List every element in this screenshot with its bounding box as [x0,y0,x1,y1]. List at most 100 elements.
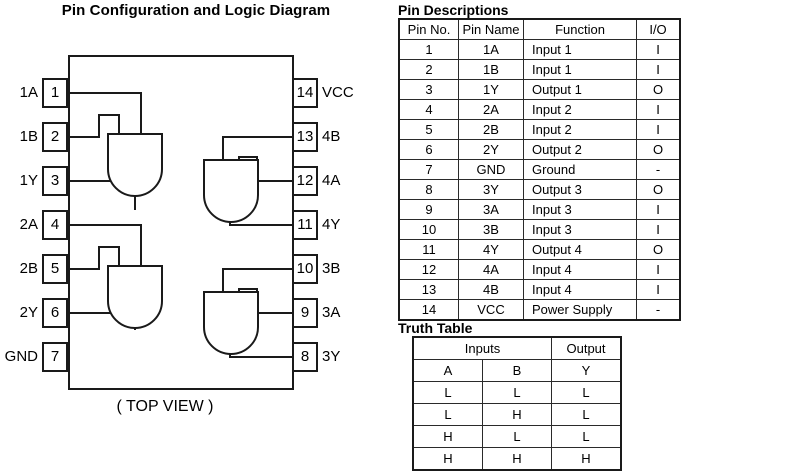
cell-input-b: L [482,425,552,448]
wire-gate3-pin9-h1 [258,312,294,314]
table-row: L H L [412,403,622,426]
and-gate-3 [203,291,259,355]
pin-box-10[interactable]: 10 [292,254,318,284]
cell-function: Output 2 [523,139,637,160]
column-header-b: B [482,359,552,382]
pin-box-11[interactable]: 11 [292,210,318,240]
cell-pin-no: 8 [398,179,459,200]
wire-gate3-pin9-h2 [238,288,258,290]
cell-pin-name: 3Y [458,179,524,200]
wire-gate3-pin10-v [222,268,224,293]
cell-pin-name: 4Y [458,239,524,260]
table-row: 11 4Y Output 4 O [398,239,681,260]
table-row: 8 3Y Output 3 O [398,179,681,200]
pin-box-3[interactable]: 3 [42,166,68,196]
wire-gate1-pin1-v [140,92,142,135]
pin-descriptions-table: Pin No. Pin Name Function I/O 1 1A Input… [398,18,681,321]
group-header-output: Output [551,336,622,360]
pin-box-12[interactable]: 12 [292,166,318,196]
cell-output-y: L [551,381,622,404]
wire-gate1-pin2-h1 [66,136,100,138]
pin-label-VCC: VCC [322,84,354,101]
pin-box-6[interactable]: 6 [42,298,68,328]
cell-pin-name: 1A [458,39,524,60]
cell-pin-name: 4B [458,279,524,300]
cell-function: Input 2 [523,119,637,140]
chip-body-outline [68,55,294,390]
cell-function: Input 2 [523,99,637,120]
cell-input-a: H [412,425,483,448]
table-row: 5 2B Input 2 I [398,119,681,140]
cell-io: I [636,99,681,120]
cell-input-b: H [482,403,552,426]
cell-function: Output 3 [523,179,637,200]
column-header-pin-name: Pin Name [458,18,524,40]
truth-table-title: Truth Table [398,320,473,336]
column-header-function: Function [523,18,637,40]
cell-input-b: L [482,381,552,404]
wire-gate2-pin5-h1 [66,268,100,270]
table-row: H H H [412,447,622,471]
cell-pin-no: 10 [398,219,459,240]
wire-gate2-pin4-h [66,224,142,226]
cell-pin-no: 13 [398,279,459,300]
cell-input-a: L [412,403,483,426]
truth-table: Inputs Output A B Y L L L L H L [412,336,622,471]
pin-configuration-panel: Pin Configuration and Logic Diagram 1 1A… [0,0,392,452]
cell-function: Input 3 [523,199,637,220]
pin-box-9[interactable]: 9 [292,298,318,328]
pin-box-4[interactable]: 4 [42,210,68,240]
cell-pin-name: 3A [458,199,524,220]
cell-function: Output 4 [523,239,637,260]
cell-pin-no: 3 [398,79,459,100]
cell-pin-no: 2 [398,59,459,80]
pin-box-8[interactable]: 8 [292,342,318,372]
pin-box-1[interactable]: 1 [42,78,68,108]
cell-io: I [636,39,681,60]
wire-gate1-out-v [134,196,136,210]
cell-function: Output 1 [523,79,637,100]
wire-gate3-pin10-h [222,268,294,270]
cell-io: I [636,279,681,300]
cell-output-y: H [551,447,622,471]
cell-function: Input 4 [523,279,637,300]
cell-pin-no: 14 [398,299,459,321]
pin-label-1A: 1A [19,84,38,101]
table-row: H L L [412,425,622,448]
cell-io: I [636,59,681,80]
cell-function: Input 4 [523,259,637,280]
wire-gate2-out-h [66,312,136,314]
cell-io: - [636,159,681,180]
pin-label-1Y: 1Y [19,172,38,189]
column-header-pin-no: Pin No. [398,18,459,40]
wire-gate1-out-h [66,180,136,182]
cell-pin-name: 2Y [458,139,524,160]
wire-gate3-pin9-v2 [238,288,240,293]
pin-box-5[interactable]: 5 [42,254,68,284]
wire-gate4-out-v [229,222,231,224]
pin-box-7[interactable]: 7 [42,342,68,372]
pin-label-GND: GND [4,348,38,365]
column-header-a: A [412,359,483,382]
cell-io: - [636,299,681,321]
table-row: 13 4B Input 4 I [398,279,681,300]
page-title: Pin Configuration and Logic Diagram [61,2,331,19]
wire-gate2-pin5-v2 [118,246,120,267]
cell-io: O [636,79,681,100]
table-row: 7 GND Ground - [398,159,681,180]
pin-label-3A: 3A [322,304,341,321]
cell-output-y: L [551,425,622,448]
table-row: 1 1A Input 1 I [398,39,681,60]
cell-io: O [636,139,681,160]
table-row: 6 2Y Output 2 O [398,139,681,160]
wire-gate1-pin2-h2 [98,114,120,116]
pin-box-2[interactable]: 2 [42,122,68,152]
pin-box-14[interactable]: 14 [292,78,318,108]
pin-box-13[interactable]: 13 [292,122,318,152]
and-gate-1 [107,133,163,197]
cell-input-a: L [412,381,483,404]
pin-label-4A: 4A [322,172,341,189]
wire-gate2-pin5-h2 [98,246,120,248]
cell-pin-no: 12 [398,259,459,280]
cell-pin-no: 5 [398,119,459,140]
